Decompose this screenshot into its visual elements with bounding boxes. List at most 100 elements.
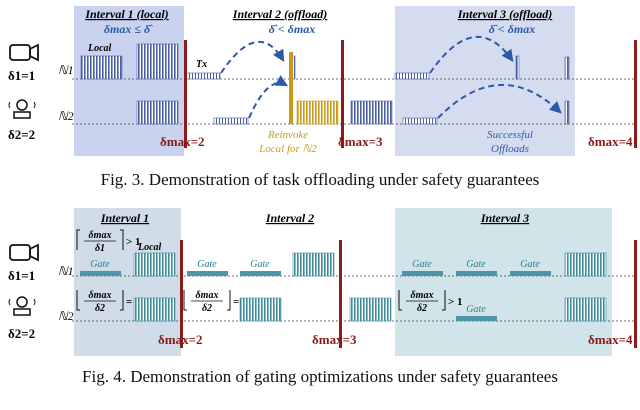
fig4-n2-local-block-3 bbox=[349, 297, 392, 322]
fig3-n2-tx-block-3 bbox=[564, 100, 570, 125]
fig4-n2-local-block-1 bbox=[133, 297, 176, 322]
fig4-deadline-label-3: δmax=4 bbox=[588, 332, 633, 347]
fig3-n1-tx-block-2 bbox=[394, 72, 430, 80]
fig3-n2-local-block-2 bbox=[350, 100, 393, 125]
svg-text:δmax: δmax bbox=[89, 230, 112, 241]
fig4-gate-label-5: Gate bbox=[466, 259, 486, 270]
fig3-n1-local-block-2 bbox=[136, 43, 179, 80]
fig3-interval3-condition: δ̂ < δmax bbox=[489, 22, 535, 36]
svg-text:δ2: δ2 bbox=[95, 303, 105, 314]
camera-icon bbox=[9, 243, 39, 262]
fig3-n1-tx-block-1 bbox=[185, 72, 221, 80]
fig3-tx-label: Tx bbox=[196, 59, 207, 70]
robot-icon bbox=[8, 99, 36, 119]
svg-text:δ2: δ2 bbox=[202, 303, 212, 314]
fig4-n1-local-block-2 bbox=[292, 252, 335, 277]
fig4-interval1-bg bbox=[74, 208, 181, 356]
fig4-n1-local-block-3 bbox=[564, 252, 607, 277]
fig4-gate-label-1: Gate bbox=[90, 259, 110, 270]
svg-text:δmax: δmax bbox=[196, 290, 219, 301]
fig3-deadline-2 bbox=[341, 40, 344, 148]
fig3-n1-label: ℕ1 bbox=[58, 63, 74, 77]
fig4-gate-label-3: Gate bbox=[250, 259, 270, 270]
fig3-reinvoke-label-2: Local for ℕ2 bbox=[258, 143, 317, 155]
fig4-gate-label-4: Gate bbox=[412, 259, 432, 270]
fig4-n1-gate-1 bbox=[80, 271, 121, 276]
fig3-interval2-condition: δ̂ < δmax bbox=[269, 22, 315, 36]
fig3-n2-tx-block-2 bbox=[402, 117, 438, 125]
fig4-n1-gate-5 bbox=[456, 271, 497, 276]
fig3-success-label-1: Successful bbox=[487, 129, 533, 141]
fig3-delta1-label: δ1=1 bbox=[8, 68, 35, 83]
fig4-n2-local-block-4 bbox=[564, 297, 607, 322]
fig4-n2-gate-1 bbox=[456, 316, 497, 321]
fig3-local-label: Local bbox=[87, 43, 112, 54]
fig4-deadline-3 bbox=[634, 240, 637, 348]
fig4-ratio-formula-4: δmax δ2 > 1 bbox=[398, 290, 463, 314]
fig3-n2-local-block-1 bbox=[136, 100, 179, 125]
fig3-offload-arrow-n2-2 bbox=[437, 83, 562, 119]
fig4-interval3-title: Interval 3 bbox=[480, 211, 529, 225]
fig4-n1-gate-6 bbox=[510, 271, 551, 276]
robot-icon bbox=[8, 296, 36, 316]
fig4-deadline-1 bbox=[180, 240, 183, 348]
fig4-n2-label: ℕ2 bbox=[58, 309, 74, 323]
fig3-diagram: Interval 1 (local) δmax ≤ δ̂ Interval 2 … bbox=[8, 6, 637, 156]
fig4-deadline-label-1: δmax=2 bbox=[158, 332, 202, 347]
fig4-interval1-title: Interval 1 bbox=[100, 211, 149, 225]
camera-icon bbox=[9, 43, 39, 62]
fig4-diagram: Interval 1 Interval 2 Interval 3 δ1=1 δ2… bbox=[8, 208, 637, 356]
fig4-gate-label-6: Gate bbox=[520, 259, 540, 270]
fig3-offload-arrow-n1-2 bbox=[429, 35, 514, 74]
fig4-n1-gate-3 bbox=[240, 271, 281, 276]
fig4-gate-label-7: Gate bbox=[466, 304, 486, 315]
fig3-n1-result-block-2 bbox=[515, 55, 520, 80]
fig4-interval3-bg bbox=[395, 208, 612, 356]
fig3-interval1-condition: δmax ≤ δ̂ bbox=[104, 22, 153, 36]
fig3-success-label-2: Offloads bbox=[491, 143, 529, 155]
svg-text:δmax: δmax bbox=[411, 290, 434, 301]
fig3-n2-label: ℕ2 bbox=[58, 109, 74, 123]
fig3-n1-tx-block-3 bbox=[564, 56, 570, 80]
fig3-interval3-bg bbox=[395, 6, 575, 156]
fig3-caption: Fig. 3. Demonstration of task offloading… bbox=[100, 170, 540, 189]
fig4-n1-gate-4 bbox=[402, 271, 443, 276]
svg-text:> 1: > 1 bbox=[448, 296, 463, 308]
fig4-n1-local-block-1 bbox=[133, 252, 176, 277]
svg-text:δ2: δ2 bbox=[417, 303, 427, 314]
fig4-n1-label: ℕ1 bbox=[58, 264, 74, 278]
fig3-interval2-title: Interval 2 (offload) bbox=[232, 7, 327, 21]
fig3-delta2-label: δ2=2 bbox=[8, 127, 35, 142]
svg-text:δmax: δmax bbox=[89, 290, 112, 301]
fig3-deadline-3 bbox=[634, 40, 637, 148]
fig4-interval2-title: Interval 2 bbox=[265, 211, 314, 225]
fig3-deadline-label-2: δmax=3 bbox=[338, 134, 383, 149]
fig4-delta2-label: δ2=2 bbox=[8, 326, 35, 341]
fig4-n1-gate-2 bbox=[187, 271, 228, 276]
fig3-n1-local-block-1 bbox=[80, 55, 123, 80]
fig4-n2-local-block-2 bbox=[239, 297, 282, 322]
fig3-offload-arrow-n2-1 bbox=[248, 75, 289, 119]
fig3-n2-gold-bar bbox=[289, 52, 293, 124]
svg-text:δ1: δ1 bbox=[95, 243, 105, 254]
fig3-interval3-title: Interval 3 (offload) bbox=[457, 7, 552, 21]
svg-text:> 1: > 1 bbox=[126, 236, 141, 248]
fig3-reinvoke-label-1: Reinvoke bbox=[267, 129, 308, 141]
fig4-delta1-label: δ1=1 bbox=[8, 268, 35, 283]
fig3-interval1-bg bbox=[74, 6, 184, 156]
fig4-caption: Fig. 4. Demonstration of gating optimiza… bbox=[82, 367, 558, 386]
fig3-interval1-title: Interval 1 (local) bbox=[84, 7, 168, 21]
fig3-n2-reinvoked-local bbox=[296, 100, 339, 125]
fig4-deadline-2 bbox=[339, 240, 342, 348]
fig4-ratio-formula-1: δmax δ1 > 1 bbox=[76, 229, 141, 254]
fig3-offload-arrow-n1-1 bbox=[220, 40, 285, 74]
fig4-local-label: Local bbox=[137, 242, 162, 253]
fig3-n2-tx-block-1 bbox=[213, 117, 249, 125]
fig4-deadline-label-2: δmax=3 bbox=[312, 332, 357, 347]
fig3-deadline-1 bbox=[184, 40, 187, 148]
fig3-deadline-label-3: δmax=4 bbox=[588, 134, 633, 149]
fig3-deadline-label-1: δmax=2 bbox=[160, 134, 204, 149]
fig4-ratio-formula-3: δmax δ2 = 1 bbox=[183, 290, 248, 314]
fig4-gate-label-2: Gate bbox=[197, 259, 217, 270]
